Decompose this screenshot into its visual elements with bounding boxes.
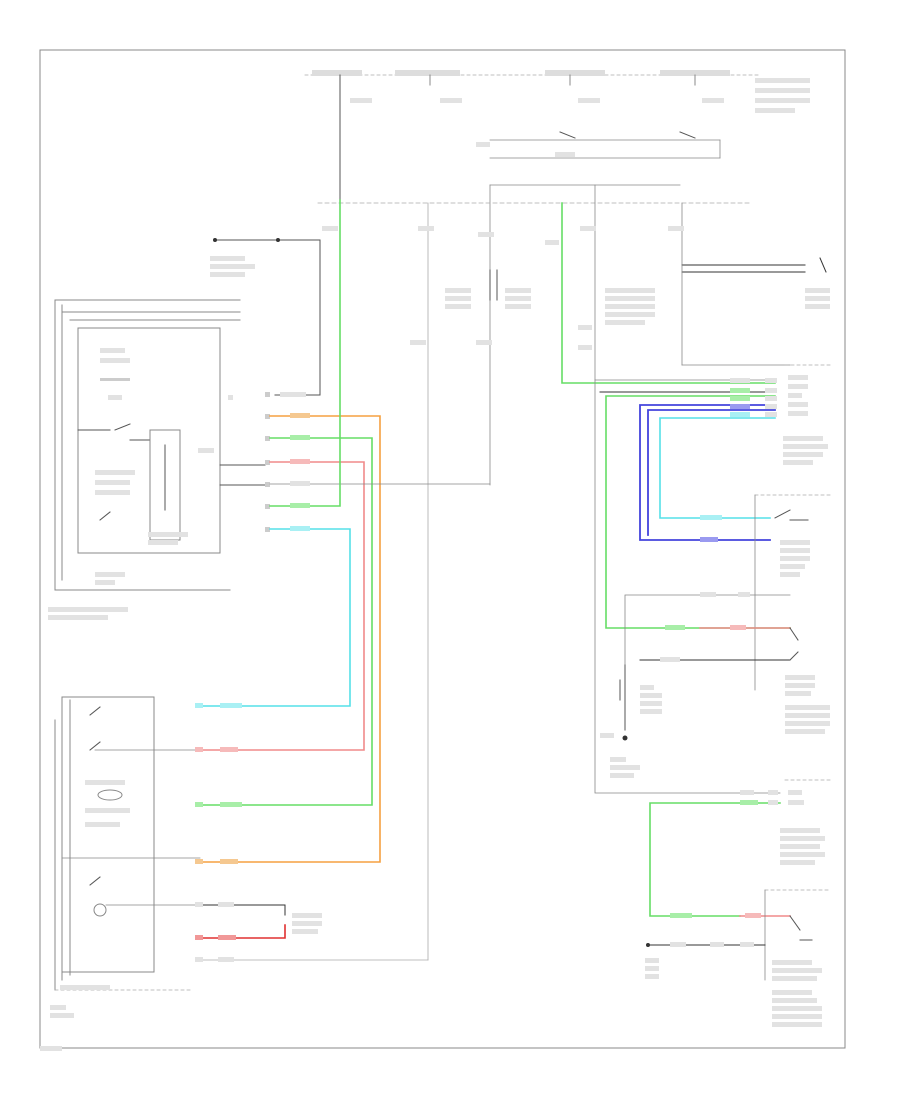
lower-right-switch	[600, 592, 830, 778]
lower-left-pins	[195, 703, 242, 864]
lower-left-control-unit	[40, 696, 201, 1051]
top-relay	[476, 131, 721, 486]
right-switch-group	[700, 494, 831, 691]
right-connector-block	[599, 364, 831, 629]
diagram-border	[39, 49, 846, 1049]
bottom-right-relay	[594, 379, 831, 1027]
left-control-unit	[48, 299, 266, 620]
ground-top-left	[210, 238, 321, 396]
lower-left-bottom-wires	[195, 902, 429, 962]
top-power-rail	[304, 70, 810, 201]
wire-labels-left	[290, 413, 310, 531]
left-connector-pins	[265, 392, 306, 532]
header-drops	[322, 184, 830, 961]
